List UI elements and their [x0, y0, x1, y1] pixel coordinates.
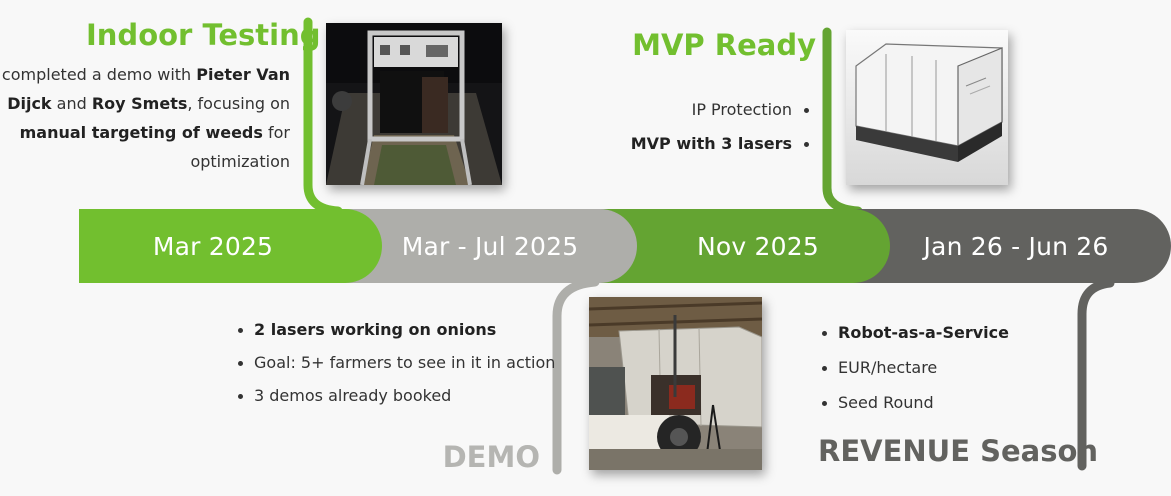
indoor-text-3: , focusing on — [187, 94, 290, 113]
indoor-text-4: for optimization — [190, 123, 290, 171]
indoor-text-2: and — [51, 94, 92, 113]
garage-machine-photo — [589, 297, 762, 470]
indoor-testing-description: completed a demo with Pieter Van Dijck a… — [0, 60, 290, 176]
indoor-name-2: Roy Smets — [91, 94, 188, 113]
indoor-text-1: completed a demo with — [1, 65, 197, 84]
demo-bullet-goal-farmers: Goal: 5+ farmers to see in it in action — [234, 353, 555, 372]
mvp-ready-bullets: IP Protection MVP with 3 lasers — [590, 100, 812, 168]
timeline-label-nov-2025: Nov 2025 — [697, 231, 819, 261]
indoor-focus: manual targeting of weeds — [19, 123, 263, 142]
timeline-label-jan26-jun26: Jan 26 - Jun 26 — [923, 231, 1109, 261]
mvp-ready-title: MVP Ready — [632, 28, 816, 62]
demo-bullets: 2 lasers working on onions Goal: 5+ farm… — [234, 320, 555, 419]
connector-revenue — [1077, 278, 1115, 471]
revenue-title: REVENUE Season — [818, 434, 1099, 468]
segment-nov-2025 — [584, 209, 890, 283]
segment-jan26-jun26 — [835, 209, 1171, 283]
mvp-sketch-render — [846, 30, 1008, 185]
mvp-bullet-3-lasers: MVP with 3 lasers — [590, 134, 812, 153]
timeline-label-mar-jul-2025: Mar - Jul 2025 — [401, 231, 579, 261]
timeline-label-mar-2025: Mar 2025 — [152, 231, 274, 261]
mvp-bullet-ip-protection: IP Protection — [590, 100, 812, 119]
revenue-bullet-eur-hectare: EUR/hectare — [818, 358, 1009, 377]
night-field-prototype-photo — [326, 23, 502, 185]
indoor-testing-title: Indoor Testing — [86, 18, 321, 52]
indoor-name-1: Pieter Van Dijck — [7, 65, 290, 113]
demo-bullet-demos-booked: 3 demos already booked — [234, 386, 555, 405]
segment-mar-jul-2025 — [330, 209, 637, 283]
segment-mar-2025 — [79, 209, 382, 283]
revenue-bullets: Robot-as-a-Service EUR/hectare Seed Roun… — [818, 323, 1009, 426]
demo-bullet-lasers-onions: 2 lasers working on onions — [234, 320, 555, 339]
revenue-bullet-seed-round: Seed Round — [818, 393, 1009, 412]
demo-title: DEMO — [442, 440, 540, 474]
revenue-bullet-raas: Robot-as-a-Service — [818, 323, 1009, 342]
